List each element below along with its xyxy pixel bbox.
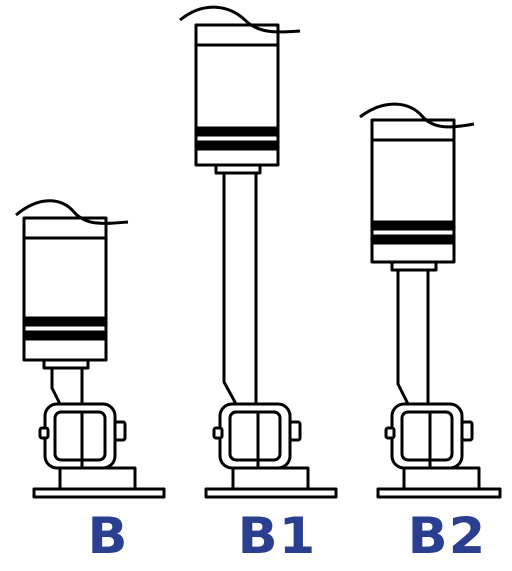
variant-b1-drawing [179,5,338,499]
variant-b2-head-band-1 [370,220,456,231]
variant-b1-base-stand [231,466,310,491]
variant-b2-collar [390,260,438,272]
label-b1: B1 [237,507,317,565]
variant-b-wavy-top [15,199,129,225]
variant-b1-head-band-2 [194,140,280,151]
variant-b2-wavy-top [359,102,475,129]
variant-b2-drawing [359,102,502,499]
variant-b-head-band-1 [22,316,108,327]
variant-b1-collar [214,163,262,175]
variant-b-head-band-2 [22,330,108,341]
label-b2: B2 [407,507,487,565]
variant-b1-head-band-1 [194,126,280,137]
variant-b2-head-band-2 [370,234,456,245]
label-b: B [87,507,129,565]
variant-b-base-stand [58,466,137,491]
variant-b2-pole [396,268,430,406]
variant-b1-pole [222,170,258,406]
variant-b1-gear-housing [212,402,302,470]
variant-b-pole [50,365,84,406]
variant-b1-wavy-top [179,5,301,34]
variant-b-collar [42,358,90,370]
variant-b-drawing [15,199,166,499]
variant-b2-gear-housing [384,402,474,470]
variant-b2-base-stand [402,466,481,491]
variant-b-gear-housing [38,402,127,470]
